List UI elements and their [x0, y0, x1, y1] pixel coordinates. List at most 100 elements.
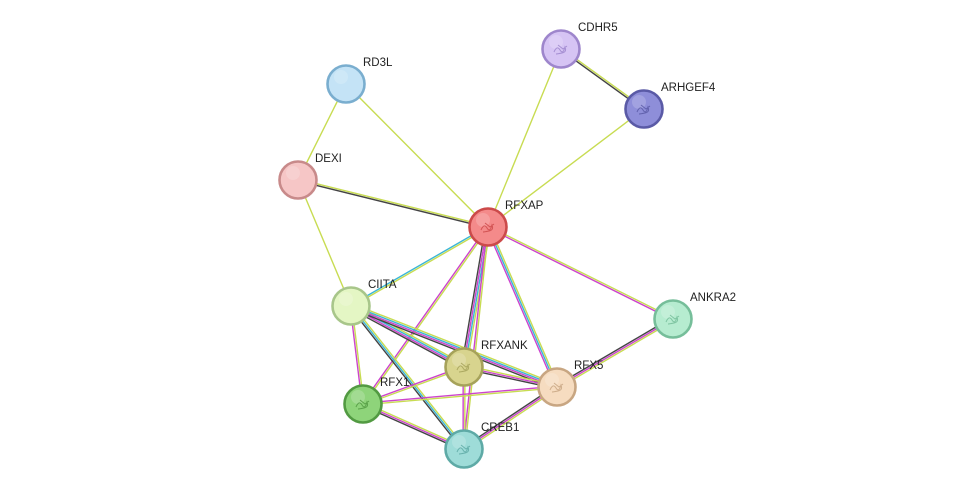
node-circle: [331, 286, 371, 326]
protein-structure-icon: [480, 222, 495, 233]
node-rfx5[interactable]: RFX5: [537, 360, 604, 407]
node-label: RFXANK: [481, 340, 528, 352]
node-circle: [624, 89, 664, 129]
edge-rfxap-rfx5[interactable]: [485, 225, 560, 389]
node-label: RFX5: [574, 360, 603, 372]
edge-evidence-line: [487, 226, 558, 388]
node-highlight: [545, 373, 559, 387]
edge-evidence-line: [297, 178, 489, 227]
edge-evidence-line: [362, 385, 558, 404]
edge-evidence-line: [351, 303, 466, 366]
node-highlight: [549, 35, 563, 49]
edge-evidence-line: [349, 307, 557, 391]
protein-structure-icon: [636, 104, 651, 115]
node-creb1[interactable]: CREB1: [444, 422, 520, 469]
node-highlight: [661, 305, 675, 319]
node-highlight: [351, 390, 365, 404]
edge-evidence-line: [485, 226, 557, 389]
edge-ciita-rfx5[interactable]: [349, 302, 559, 391]
edge-rfxap-rfx1[interactable]: [361, 225, 490, 406]
edge-evidence-line: [462, 226, 488, 368]
edge-evidence-line: [464, 226, 490, 450]
edge-evidence-line: [350, 304, 466, 367]
node-circle: [541, 29, 581, 69]
edge-evidence-line: [462, 226, 488, 450]
edge-evidence-line: [350, 304, 559, 387]
edge-evidence-line: [349, 306, 465, 369]
node-rd3l[interactable]: RD3L: [326, 57, 394, 104]
node-circle: [468, 207, 508, 247]
edge-rfxap-creb1[interactable]: [462, 226, 490, 450]
edge-evidence-line: [487, 108, 645, 228]
edge-evidence-line: [297, 180, 489, 229]
edge-evidence-line: [349, 225, 489, 306]
edge-evidence-line: [350, 227, 490, 308]
edge-evidence-line: [556, 318, 674, 388]
protein-structure-icon: [355, 399, 370, 410]
edge-rd3l-rfxap[interactable]: [345, 83, 489, 228]
node-highlight: [476, 213, 490, 227]
protein-structure-icon: [549, 382, 564, 393]
edges-layer: [297, 47, 675, 452]
edge-cdhr5-rfxap[interactable]: [487, 48, 562, 228]
edge-ankra2-rfx5[interactable]: [555, 316, 675, 390]
node-label: RFXAP: [505, 200, 544, 212]
edge-dexi-ciita[interactable]: [297, 179, 352, 307]
node-circle: [537, 367, 577, 407]
node-circle: [278, 160, 318, 200]
edge-evidence-line: [362, 226, 490, 406]
edge-ciita-creb1[interactable]: [348, 304, 467, 451]
edge-rfxap-ankra2[interactable]: [486, 225, 675, 321]
node-dexi[interactable]: DEXI: [278, 153, 342, 200]
edge-ciita-rfxank[interactable]: [349, 303, 466, 370]
node-circle: [444, 429, 484, 469]
edge-rfx5-rfx1[interactable]: [362, 385, 558, 406]
node-highlight: [452, 435, 466, 449]
protein-structure-icon: [456, 362, 471, 373]
edge-evidence-line: [488, 225, 560, 388]
node-label: CDHR5: [578, 22, 618, 34]
edge-evidence-line: [555, 316, 673, 387]
protein-structure-icon: [456, 444, 471, 455]
node-highlight: [334, 70, 348, 84]
edge-evidence-line: [351, 304, 467, 449]
protein-structure-icon: [553, 44, 568, 55]
node-highlight: [632, 95, 646, 109]
edge-evidence-line: [557, 319, 675, 390]
node-rfxap[interactable]: RFXAP: [468, 200, 544, 247]
node-ankra2[interactable]: ANKRA2: [653, 292, 737, 339]
edge-evidence-line: [349, 306, 558, 389]
edge-evidence-line: [460, 225, 487, 368]
edge-evidence-line: [345, 83, 489, 228]
node-label: ANKRA2: [690, 292, 736, 304]
node-circle: [653, 299, 693, 339]
node-arhgef4[interactable]: ARHGEF4: [624, 82, 716, 129]
protein-structure-icon: [665, 314, 680, 325]
edge-evidence-line: [487, 48, 562, 228]
node-rfxank[interactable]: RFXANK: [444, 340, 528, 387]
node-label: ARHGEF4: [661, 82, 716, 94]
node-highlight: [339, 292, 353, 306]
edge-rfxap-ciita[interactable]: [349, 225, 490, 308]
node-label: CREB1: [481, 422, 519, 434]
edge-evidence-line: [351, 302, 559, 386]
edge-evidence-line: [486, 227, 674, 321]
node-cdhr5[interactable]: CDHR5: [541, 22, 618, 69]
edge-evidence-line: [349, 307, 464, 370]
edge-evidence-line: [350, 305, 465, 450]
edge-evidence-line: [297, 179, 352, 307]
edge-evidence-line: [362, 387, 558, 406]
node-label: RFX1: [380, 377, 409, 389]
node-ciita[interactable]: CIITA: [331, 279, 397, 326]
edge-dexi-rfxap[interactable]: [297, 178, 489, 229]
node-label: CIITA: [368, 279, 397, 291]
edge-evidence-line: [487, 225, 675, 319]
node-rfx1[interactable]: RFX1: [343, 377, 410, 424]
node-circle: [444, 347, 484, 387]
edge-arhgef4-rfxap[interactable]: [487, 108, 645, 228]
node-highlight: [286, 166, 300, 180]
edge-evidence-line: [348, 306, 464, 451]
node-circle: [343, 384, 383, 424]
